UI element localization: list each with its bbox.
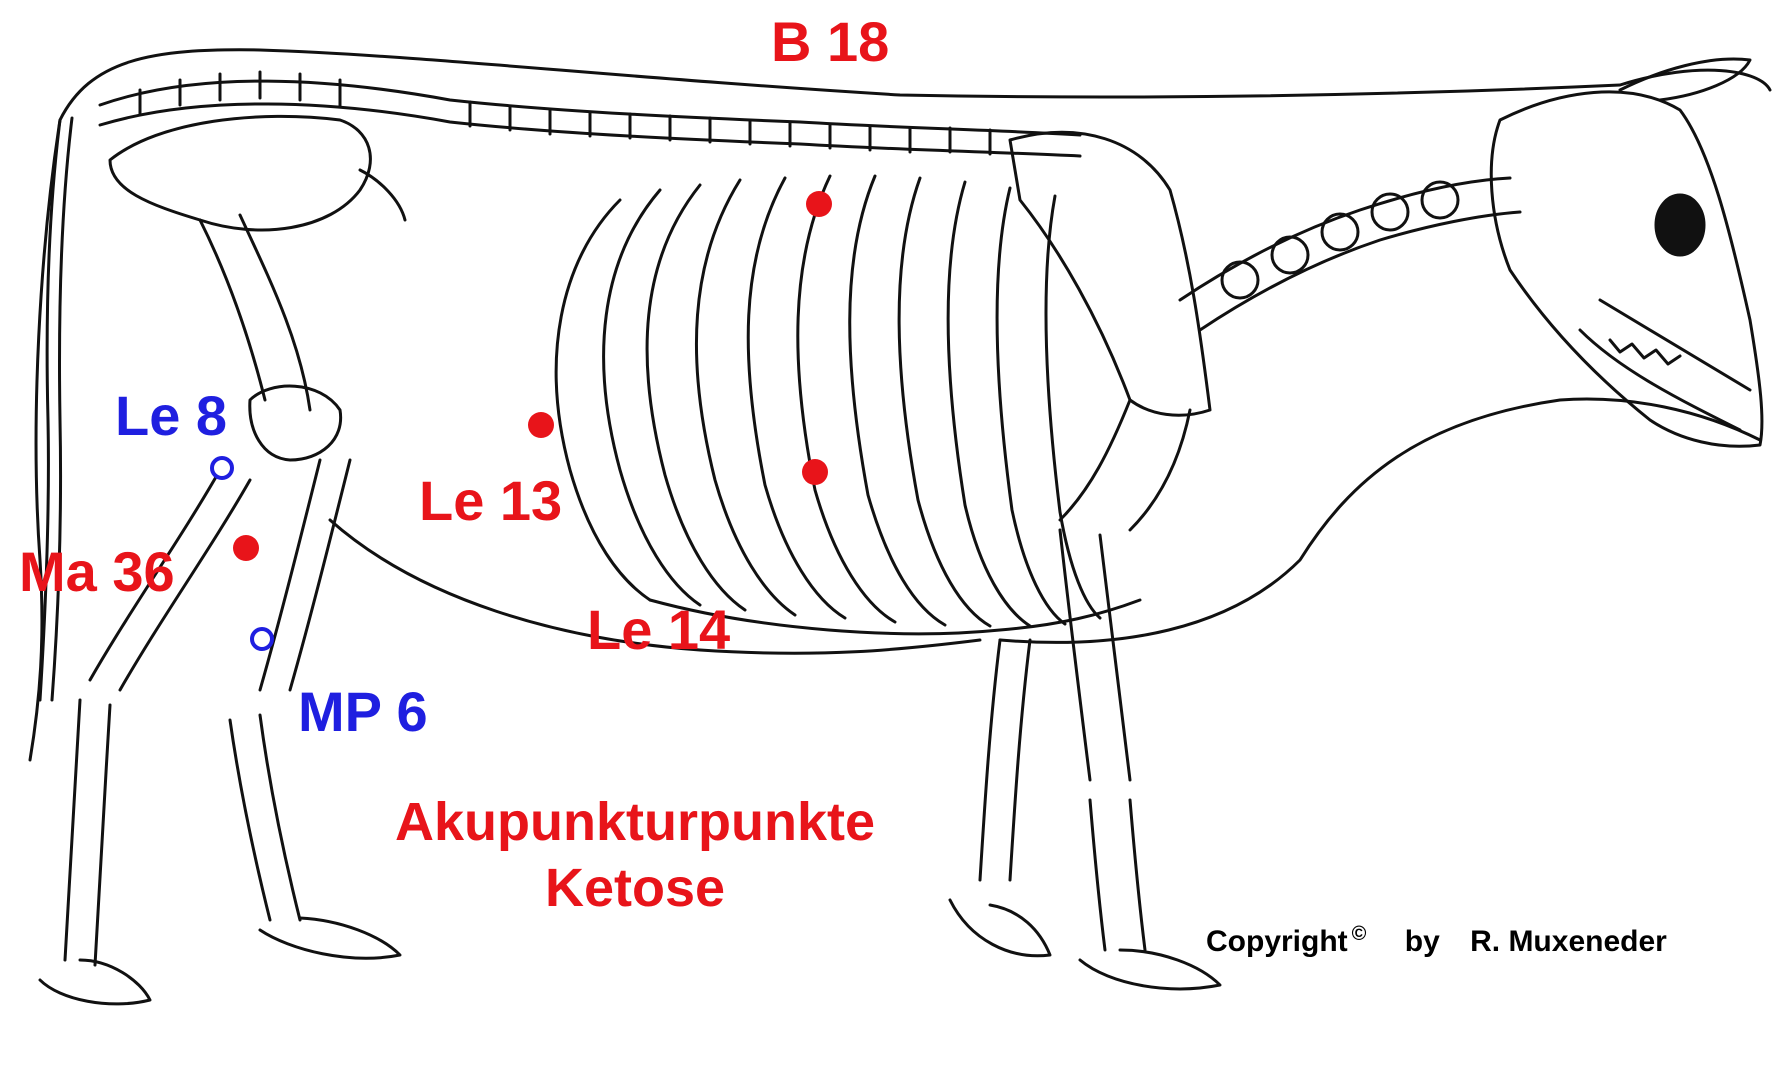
title-line-1: Akupunkturpunkte <box>370 795 900 849</box>
copyright-word: Copyright <box>1206 925 1348 958</box>
acupoint-le13-marker <box>528 412 554 438</box>
title-line-2: Ketose <box>370 861 900 915</box>
diagram-title: Akupunkturpunkte Ketose <box>370 795 900 915</box>
acupoint-ma36-marker <box>233 535 259 561</box>
acupoint-b18-marker <box>806 191 832 217</box>
acupoint-le8-marker <box>212 458 232 478</box>
label-ma36: Ma 36 <box>19 544 175 600</box>
copyright-symbol: © <box>1352 923 1367 945</box>
label-le13: Le 13 <box>419 473 562 529</box>
acupoint-mp6-marker <box>252 629 272 649</box>
label-b18: B 18 <box>771 14 889 70</box>
label-le14: Le 14 <box>587 602 730 658</box>
acupoint-le14-marker <box>802 459 828 485</box>
copyright-notice: Copyright© by R. Muxeneder <box>1206 924 1667 957</box>
copyright-by: by <box>1405 925 1440 958</box>
copyright-author: R. Muxeneder <box>1470 925 1667 958</box>
label-le8: Le 8 <box>115 388 227 444</box>
label-mp6: MP 6 <box>298 684 428 740</box>
